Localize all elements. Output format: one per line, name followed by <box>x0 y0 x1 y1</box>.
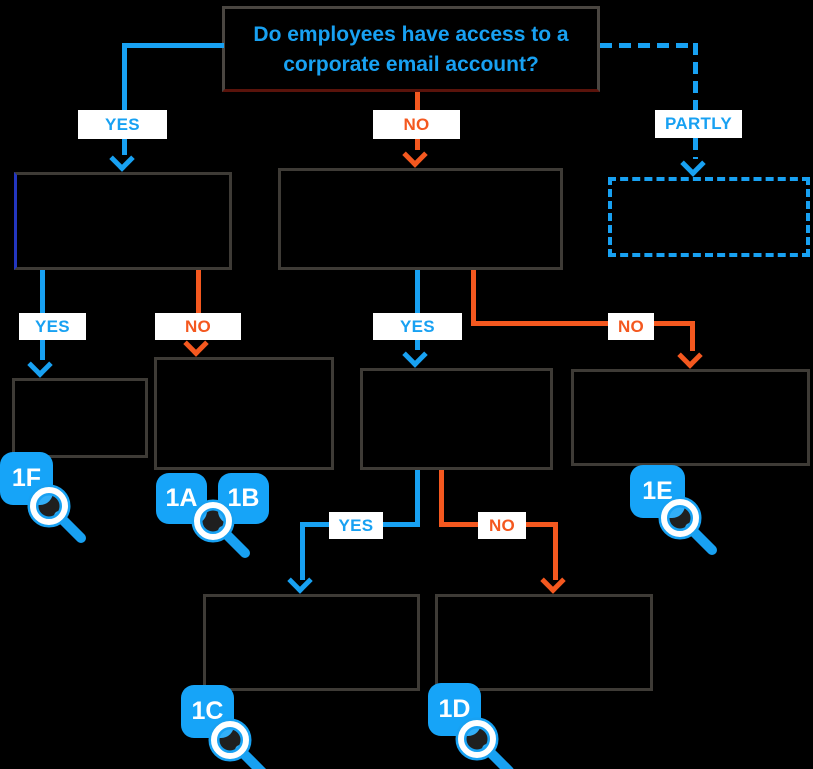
badge-1f[interactable]: 1F <box>0 452 53 505</box>
badge-1d-label: 1D <box>438 695 471 723</box>
badge-1b[interactable]: 1B <box>218 473 269 524</box>
badge-1b-label: 1B <box>227 484 260 512</box>
box-partly-dashed <box>608 177 810 257</box>
edge-label-noemail-yes: YES <box>373 313 462 340</box>
badge-1a[interactable]: 1A <box>156 473 207 524</box>
root-question-text: Do employees have access to a corporate … <box>253 23 569 77</box>
connector-root-yes-h <box>122 43 224 48</box>
connector-root-partly-v <box>693 43 698 159</box>
edge-label-root-partly: PARTLY <box>655 110 742 138</box>
arrowhead-noemail-yes-icon <box>402 342 428 368</box>
badge-1c[interactable]: 1C <box>181 685 234 738</box>
arrowhead-root-yes-icon <box>109 146 135 172</box>
connector-noemail-yes-v <box>415 270 420 350</box>
connector-root-partly-h <box>600 43 697 48</box>
arrowhead-deeper-yes-icon <box>287 568 313 594</box>
arrowhead-root-no-icon <box>402 142 428 168</box>
arrowhead-deeper-no-icon <box>540 568 566 594</box>
box-outcome-1d <box>435 594 653 691</box>
edge-label-deeper-yes: YES <box>329 512 383 539</box>
arrowhead-root-partly-icon <box>680 151 706 177</box>
connector-noemail-no-h <box>471 321 695 326</box>
edge-label-root-yes: YES <box>78 110 167 139</box>
box-email-yes <box>14 172 232 270</box>
box-outcome-1e <box>571 369 810 466</box>
connector-noemail-no-v1 <box>471 270 476 326</box>
connector-email-no-v <box>196 270 201 338</box>
badge-1d[interactable]: 1D <box>428 683 481 736</box>
connector-noemail-no-v2 <box>690 321 695 351</box>
box-decision-mid <box>360 368 553 470</box>
box-outcome-1f <box>12 378 148 458</box>
box-email-no <box>278 168 563 270</box>
connector-deeper-no-v2 <box>553 522 558 580</box>
decision-box-root: Do employees have access to a corporate … <box>222 6 600 92</box>
connector-deeper-yes-v1 <box>415 470 420 527</box>
connector-deeper-yes-v2 <box>300 522 305 580</box>
badge-1e-label: 1E <box>642 477 673 505</box>
box-outcome-1c <box>203 594 420 691</box>
badge-1c-label: 1C <box>191 697 224 725</box>
badge-1e[interactable]: 1E <box>630 465 685 518</box>
edge-label-root-no: NO <box>373 110 460 139</box>
box-outcome-1a-1b <box>154 357 334 470</box>
edge-label-email-yes: YES <box>19 313 86 340</box>
connector-deeper-no-v1 <box>439 470 444 527</box>
arrowhead-email-yes-icon <box>27 352 53 378</box>
badge-1a-label: 1A <box>165 484 198 512</box>
edge-label-deeper-no: NO <box>478 512 526 539</box>
edge-label-email-no: NO <box>155 313 241 340</box>
edge-label-noemail-no: NO <box>608 313 654 340</box>
badge-1f-label: 1F <box>11 464 42 492</box>
connector-root-yes-v <box>122 43 127 155</box>
arrowhead-noemail-no-icon <box>677 343 703 369</box>
